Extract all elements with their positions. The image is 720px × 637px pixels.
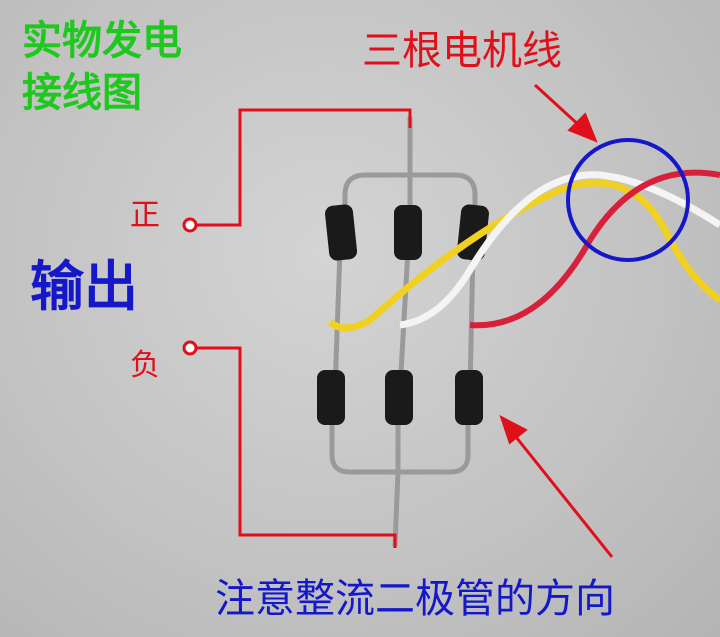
diode-leads xyxy=(329,115,478,548)
arrows xyxy=(499,83,614,558)
diode-direction-note: 注意整流二极管的方向 xyxy=(215,576,615,622)
diode xyxy=(455,370,483,425)
motor-wires-label: 三根电机线 xyxy=(362,28,562,74)
output-lines xyxy=(190,108,412,548)
negative-terminal xyxy=(182,340,198,356)
negative-label: 负 xyxy=(130,348,160,383)
positive-terminal xyxy=(182,217,198,233)
diode xyxy=(325,204,358,261)
white-wire xyxy=(399,171,720,329)
output-label: 输出 xyxy=(30,255,138,318)
highlight-circle xyxy=(566,138,690,262)
title-line2: 接线图 xyxy=(22,70,142,116)
yellow-wire xyxy=(327,179,720,332)
diode xyxy=(317,370,345,425)
positive-label: 正 xyxy=(130,198,160,233)
red-wire xyxy=(469,169,720,329)
diode xyxy=(385,370,413,425)
diode xyxy=(394,205,422,260)
title-line1: 实物发电 xyxy=(22,18,182,64)
